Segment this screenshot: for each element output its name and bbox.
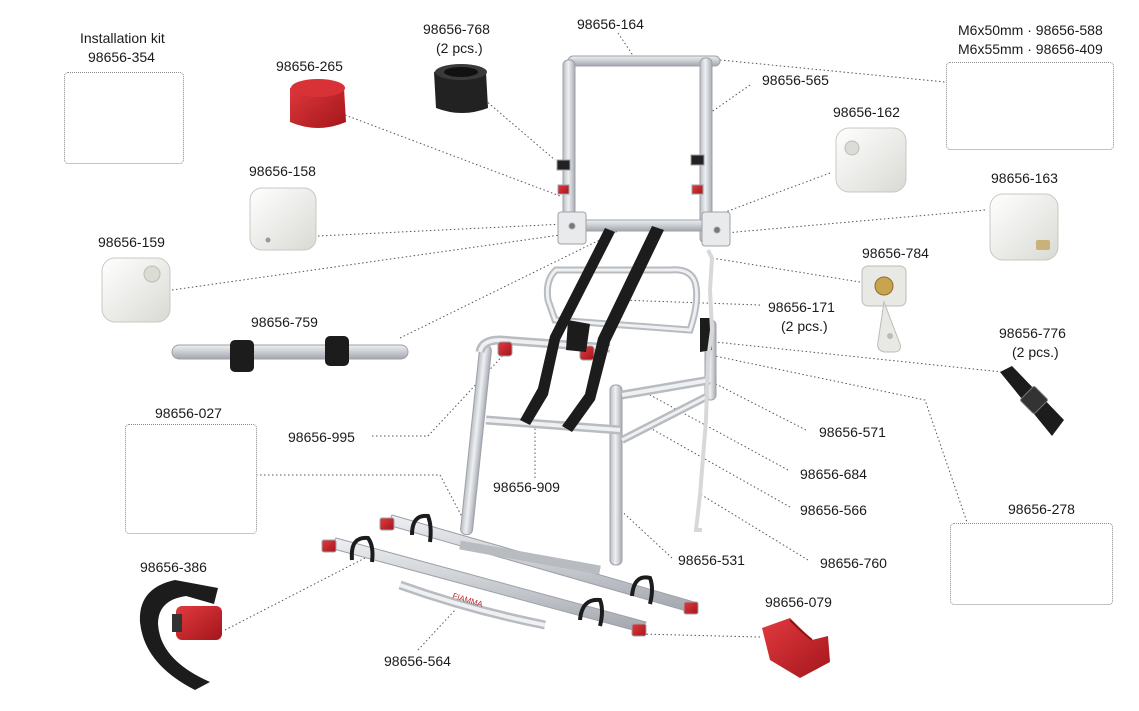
label-98656-565: 98656-565 (762, 72, 829, 88)
leader-265 (344, 114, 561, 197)
label-98656-564: 98656-564 (384, 653, 451, 669)
label-98656-531: 98656-531 (678, 552, 745, 568)
leader-995 (372, 349, 509, 437)
label-98656-760: 98656-760 (820, 555, 887, 571)
leader-776 (714, 341, 1003, 373)
label-98656-278: 98656-278 (1008, 501, 1075, 517)
installation-kit-box (64, 72, 184, 164)
part-768-sleeve[interactable] (434, 64, 488, 113)
label-98656-265: 98656-265 (276, 58, 343, 74)
label-98656-759: 98656-759 (251, 314, 318, 330)
rack-frame (460, 55, 731, 566)
leader-386 (224, 557, 366, 631)
label-98656-776-qty: (2 pcs.) (1012, 344, 1059, 360)
leader-768 (484, 99, 556, 161)
leader-760 (699, 493, 809, 561)
label-98656-159: 98656-159 (98, 234, 165, 250)
leader-158 (317, 223, 566, 237)
label-98656-768-qty: (2 pcs.) (436, 40, 483, 56)
leader-lines (171, 32, 1003, 651)
part-027-box (125, 424, 257, 534)
leader-564 (417, 609, 456, 651)
label-98656-684: 98656-684 (800, 466, 867, 482)
leader-159 (171, 234, 561, 291)
label-98656-768: 98656-768 (423, 21, 490, 37)
part-784-ratchet[interactable] (861, 265, 907, 353)
label-m6x55: M6x55mm · 98656-409 (958, 41, 1103, 57)
leader-079 (639, 633, 761, 638)
frame-straps (520, 226, 712, 432)
bike-rails (321, 514, 699, 637)
hanging-strap (693, 249, 715, 532)
part-278-box (950, 523, 1113, 605)
label-98656-995: 98656-995 (288, 429, 355, 445)
leader-531 (614, 504, 673, 559)
wheel-holders (349, 513, 654, 627)
m6-kit-box (946, 62, 1114, 150)
label-98656-079: 98656-079 (765, 594, 832, 610)
label-98656-909: 98656-909 (493, 479, 560, 495)
label-98656-164: 98656-164 (577, 16, 644, 32)
label-98656-386: 98656-386 (140, 559, 207, 575)
part-265-red-cap[interactable] (290, 79, 346, 128)
label-m6x50: M6x50mm · 98656-588 (958, 22, 1103, 38)
part-158-cover[interactable] (249, 187, 317, 251)
part-759-bar[interactable] (171, 336, 409, 372)
label-98656-566: 98656-566 (800, 502, 867, 518)
label-98656-171: 98656-171 (768, 299, 835, 315)
label-98656-158: 98656-158 (249, 163, 316, 179)
leader-571 (711, 381, 807, 431)
leader-784 (711, 257, 861, 283)
label-98656-163: 98656-163 (991, 170, 1058, 186)
label-98656-571: 98656-571 (819, 424, 886, 440)
leader-163 (724, 209, 986, 234)
leader-162 (711, 172, 831, 218)
leader-164 (617, 32, 637, 61)
leader-566 (649, 427, 791, 508)
leader-278 (714, 355, 969, 526)
label-98656-162: 98656-162 (833, 104, 900, 120)
leader-171 (619, 299, 761, 306)
leader-027 (256, 474, 471, 533)
label-98656-784: 98656-784 (862, 245, 929, 261)
part-386-strap[interactable] (139, 580, 222, 690)
label-98656-027: 98656-027 (155, 405, 222, 421)
label-98656-171-qty: (2 pcs.) (781, 318, 828, 334)
label-installation-kit: Installation kit (80, 30, 165, 46)
leader-684 (649, 394, 789, 471)
label-98656-354: 98656-354 (88, 49, 155, 65)
part-776-strap[interactable] (1000, 366, 1064, 436)
part-159-cover[interactable] (101, 257, 171, 323)
label-98656-776: 98656-776 (999, 325, 1066, 341)
part-163-cover[interactable] (989, 193, 1059, 261)
leader-588 (719, 59, 946, 83)
leader-759 (399, 229, 621, 339)
part-162-cover[interactable] (835, 127, 907, 193)
part-079-holder[interactable] (762, 618, 830, 678)
